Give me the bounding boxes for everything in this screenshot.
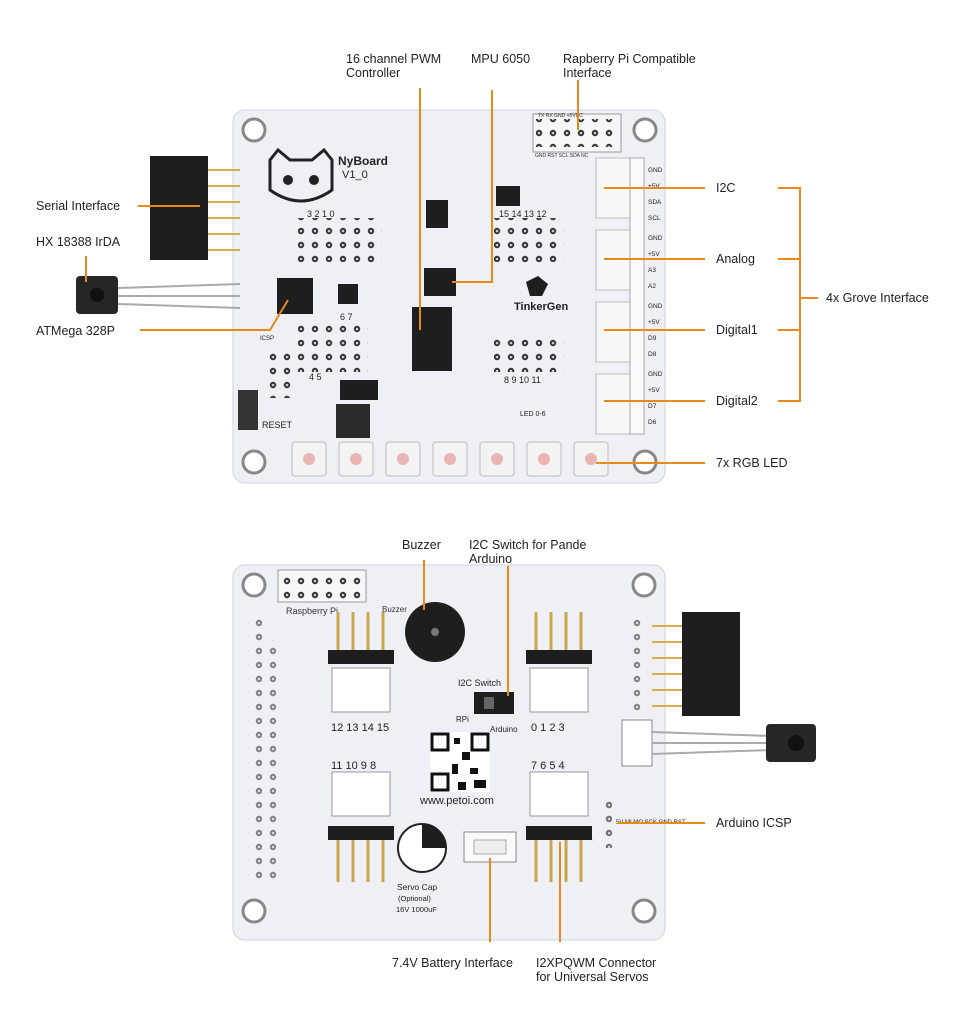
mosfet-chip (340, 380, 378, 400)
cap-label-2: (Optional) (398, 894, 431, 903)
switch-label: I2C Switch (458, 678, 501, 688)
rear-serial-header (682, 612, 740, 716)
callout-analog: Analog (716, 252, 755, 266)
callout-i2c: I2C (716, 181, 736, 195)
callout-icsp: Arduino ICSP (716, 816, 792, 830)
mount-hole (241, 117, 267, 143)
callout-rgb: 7x RGB LED (716, 456, 788, 470)
regulator-chip (426, 200, 448, 228)
small-chip (338, 284, 358, 304)
pin-label: SCL (648, 215, 661, 222)
pwm-controller-chip (412, 307, 452, 371)
arduino-label: Arduino (490, 725, 518, 734)
callout-atmega: ATMega 328P (36, 324, 115, 338)
mount-hole (632, 117, 658, 143)
eeprom-chip (496, 186, 520, 206)
tinkergen-logo-text: TinkerGen (514, 301, 568, 313)
pi-header-top-labels: TX RX GND +5VDC (538, 113, 583, 119)
rpi-label: RPi (456, 715, 469, 724)
callout-battery: 7.4V Battery Interface (392, 956, 513, 970)
reset-label: RESET (262, 420, 293, 430)
pin-nums-left-top: 12 13 14 15 (331, 722, 389, 734)
pin-nums-left-bottom: 11 10 9 8 (331, 760, 376, 772)
mount-hole (241, 898, 267, 924)
callout-irda: HX 18388 IrDA (36, 235, 121, 249)
pin-label: +5V (648, 251, 660, 258)
rgb-leds (291, 441, 609, 477)
callout-serial: Serial Interface (36, 199, 121, 213)
servo-headers (328, 612, 592, 882)
pin-label: D8 (648, 351, 657, 358)
servo-nums-e: 8 9 10 11 (504, 375, 541, 385)
mount-hole (241, 449, 267, 475)
mount-hole (241, 572, 267, 598)
pin-label: GND (648, 167, 663, 174)
pin-label: +5V (648, 387, 660, 394)
mount-hole (631, 572, 657, 598)
callout-mpu: MPU 6050 (471, 52, 531, 66)
petoi-url: www.petoi.com (419, 795, 494, 807)
servo-nums-b: 15 14 13 12 (499, 209, 547, 219)
servo-nums-a: 3 2 1 0 (307, 209, 335, 219)
servo-nums-d: 4 5 (309, 372, 322, 382)
pin-label: A2 (648, 283, 656, 290)
pin-label: D9 (648, 335, 657, 342)
reset-button[interactable] (238, 390, 258, 430)
callout-buzzer: Buzzer (402, 538, 441, 552)
board-title: NyBoard (338, 154, 388, 168)
servo-nums-c: 6 7 (340, 312, 353, 322)
pi-header-bottom-labels: GND RST SCL SDA NC (535, 153, 589, 159)
pin-nums-right-bottom: 7 6 5 4 (531, 760, 565, 772)
pin-label: GND (648, 303, 663, 310)
pin-label: GND (648, 235, 663, 242)
icsp-label: ICSP (260, 336, 274, 342)
qr-code (430, 732, 490, 792)
cap-label-1: Servo Cap (397, 882, 437, 892)
led-strip-label: LED 0-6 (520, 411, 546, 418)
cap-label-3: 16V 1000uF (396, 905, 437, 914)
cat-logo (268, 147, 334, 203)
pin-label: SDA (648, 199, 662, 206)
raspberry-label: Raspberry Pi (286, 606, 338, 616)
pin-nums-right-top: 0 1 2 3 (531, 722, 565, 734)
buzzer-silk-label: Buzzer (382, 605, 407, 614)
callout-digital2: Digital2 (716, 394, 758, 408)
pin-label: D7 (648, 403, 657, 410)
pin-label: D6 (648, 419, 657, 426)
board-version: V1_0 (342, 169, 368, 181)
top-board: NyBoard V1_0 TX RX GND +5VDC GND RST SCL… (76, 109, 666, 484)
pin-label: +5V (648, 319, 660, 326)
pin-label: +5V (648, 183, 660, 190)
callout-grove: 4x Grove Interface (826, 291, 929, 305)
callout-lines (85, 80, 818, 942)
mpu6050-chip (424, 268, 456, 296)
inductor (336, 404, 370, 438)
mount-hole (631, 898, 657, 924)
serial-header (150, 156, 208, 260)
callout-digital1: Digital1 (716, 323, 758, 337)
tinkergen-logo-icon (526, 276, 548, 296)
pin-label: A3 (648, 267, 656, 274)
pin-label: GND (648, 371, 663, 378)
bottom-board: Raspberry Pi Buzzer 12 13 14 15 (232, 564, 816, 941)
